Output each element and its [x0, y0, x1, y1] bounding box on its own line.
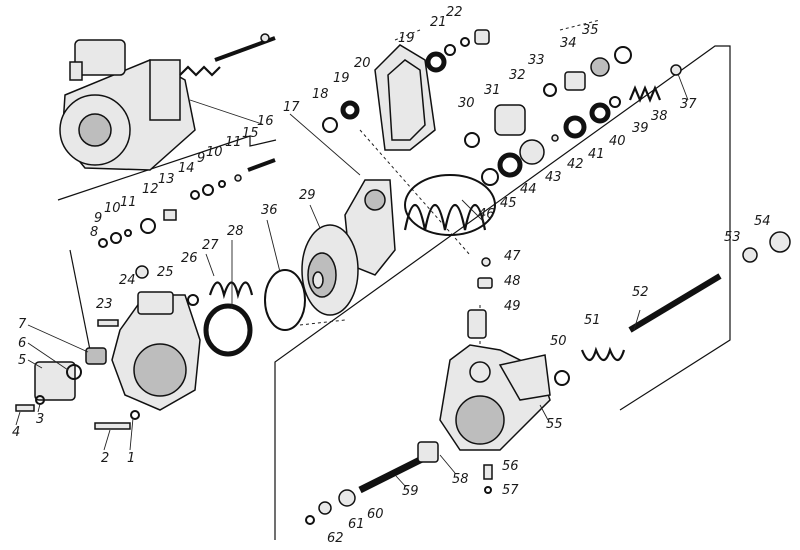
- label-8: 8: [90, 225, 98, 240]
- label-3: 3: [36, 412, 44, 427]
- label-19: 19: [333, 71, 350, 86]
- label-10: 10: [104, 201, 121, 216]
- small-hardware-left: [15, 158, 276, 430]
- part-6-ring: [66, 364, 82, 380]
- label-18: 18: [312, 87, 329, 102]
- part-16-assembled-booster: [59, 33, 276, 171]
- label-19b: 19: [398, 31, 415, 46]
- label-39: 39: [632, 121, 649, 136]
- label-52: 52: [632, 285, 649, 300]
- part-28-seal-ring: [203, 303, 253, 357]
- right-lower-parts: [305, 231, 791, 525]
- label-55: 55: [546, 417, 563, 432]
- part-number-labels: 1 2 3 4 5 6 7 8 9 10 11 12 13 14 9 10 11…: [12, 5, 771, 546]
- label-2: 2: [101, 451, 109, 466]
- label-57: 57: [502, 483, 519, 498]
- label-41: 41: [588, 147, 605, 162]
- label-7: 7: [18, 317, 27, 332]
- label-9: 9: [94, 211, 102, 226]
- label-47: 47: [504, 249, 521, 264]
- label-4: 4: [12, 425, 20, 440]
- label-54: 54: [754, 214, 771, 229]
- label-59: 59: [402, 484, 419, 499]
- part-5-flange: [34, 361, 76, 401]
- label-31: 31: [484, 83, 501, 98]
- label-27: 27: [202, 238, 219, 253]
- label-13: 13: [158, 172, 175, 187]
- label-40: 40: [609, 134, 626, 149]
- part-55-cylinder-housing: [439, 344, 551, 451]
- label-49: 49: [504, 299, 521, 314]
- label-14: 14: [178, 161, 195, 176]
- label-35: 35: [582, 23, 599, 38]
- label-10b: 10: [206, 145, 223, 160]
- part-36-ring: [264, 269, 306, 331]
- label-56: 56: [502, 459, 519, 474]
- leader-lines: [15, 73, 689, 488]
- part-7-union: [85, 347, 107, 365]
- label-42: 42: [567, 157, 584, 172]
- label-29: 29: [299, 188, 316, 203]
- label-6: 6: [18, 336, 26, 351]
- label-33: 33: [528, 53, 545, 68]
- label-53: 53: [724, 230, 741, 245]
- label-51: 51: [584, 313, 601, 328]
- part-46-spring: [403, 174, 496, 236]
- label-34: 34: [560, 36, 577, 51]
- label-24: 24: [119, 273, 136, 288]
- label-28: 28: [227, 224, 244, 239]
- label-11: 11: [120, 195, 137, 210]
- label-9b: 9: [197, 151, 205, 166]
- label-26: 26: [181, 251, 198, 266]
- part-27-spring: [208, 281, 254, 300]
- label-36: 36: [261, 203, 278, 218]
- label-32: 32: [509, 68, 526, 83]
- label-11b: 11: [225, 135, 242, 150]
- label-23: 23: [96, 297, 113, 312]
- label-20: 20: [354, 56, 371, 71]
- label-60: 60: [367, 507, 384, 522]
- label-17: 17: [283, 100, 300, 115]
- part-20-cover: [374, 44, 436, 151]
- label-62: 62: [327, 531, 344, 546]
- part-25-control-housing: [111, 291, 201, 411]
- label-37: 37: [680, 97, 697, 112]
- label-5: 5: [18, 353, 26, 368]
- label-46: 46: [478, 207, 495, 222]
- label-44: 44: [520, 182, 537, 197]
- top-right-parts: [322, 29, 682, 186]
- label-16: 16: [257, 114, 274, 129]
- label-58: 58: [452, 472, 469, 487]
- label-15: 15: [242, 126, 259, 141]
- label-48: 48: [504, 274, 521, 289]
- label-1: 1: [127, 451, 135, 466]
- part-29-diaphragm-piston: [301, 224, 359, 316]
- label-22: 22: [446, 5, 463, 20]
- label-38: 38: [651, 109, 668, 124]
- label-43: 43: [545, 170, 562, 185]
- label-30: 30: [458, 96, 475, 111]
- label-25: 25: [157, 265, 174, 280]
- label-21: 21: [430, 15, 447, 30]
- label-50: 50: [550, 334, 567, 349]
- label-61: 61: [348, 517, 365, 532]
- label-12: 12: [142, 182, 159, 197]
- label-45: 45: [500, 196, 517, 211]
- part-17-gasket: [344, 179, 396, 276]
